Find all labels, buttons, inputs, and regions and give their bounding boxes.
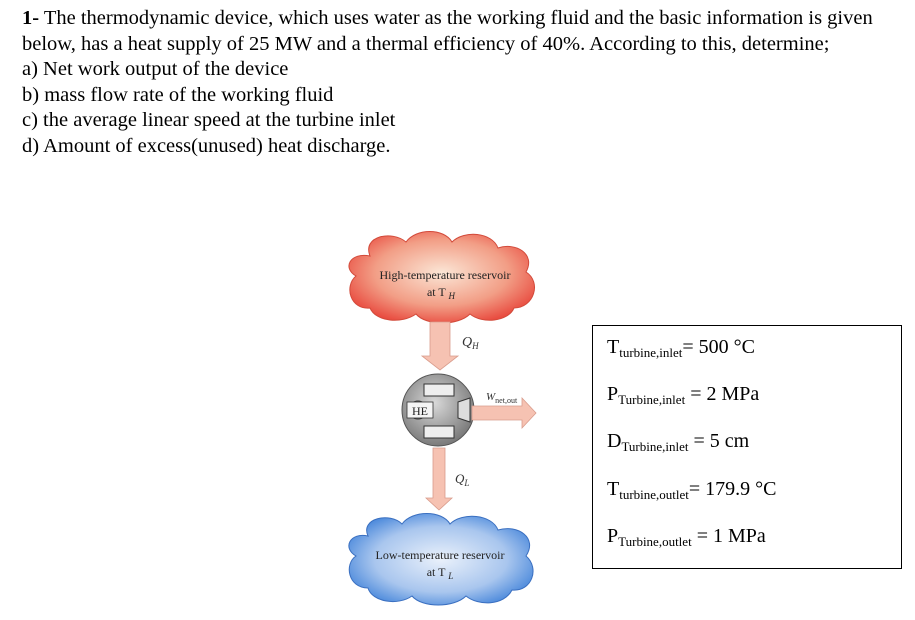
question-intro: 1- The thermodynamic device, which uses … <box>22 6 902 57</box>
question-number: 1- <box>22 7 40 29</box>
high-reservoir-label: High-temperature reservoir <box>380 268 511 282</box>
low-temperature-reservoir: Low-temperature reservoir at T L <box>348 513 534 606</box>
question-part-a: a) Net work output of the device <box>22 58 289 80</box>
question-part-c: c) the average linear speed at the turbi… <box>22 109 396 131</box>
heat-input-arrow <box>420 321 460 371</box>
given-turbine-inlet-temperature: Tturbine,inlet= 500 °C <box>607 336 756 360</box>
given-data-box: Tturbine,inlet= 500 °C PTurbine,inlet = … <box>592 325 902 569</box>
question-part-b: b) mass flow rate of the working fluid <box>22 83 334 106</box>
given-turbine-outlet-temperature: Tturbine,outlet= 179.9 °C <box>607 478 777 502</box>
heat-rejected-arrow <box>424 447 454 511</box>
high-temperature-reservoir: High-temperature reservoir at T H <box>348 231 535 324</box>
ql-label: QL <box>455 471 469 488</box>
question-intro-text: The thermodynamic device, which uses wat… <box>22 7 873 55</box>
heat-engine-diagram: High-temperature reservoir at T H QH HE … <box>340 228 550 613</box>
engine-label: HE <box>412 404 428 418</box>
question-text: 1- The thermodynamic device, which uses … <box>22 6 902 159</box>
question-part-d: d) Amount of excess(unused) heat dischar… <box>22 134 391 157</box>
given-turbine-outlet-pressure: PTurbine,outlet = 1 MPa <box>607 525 766 549</box>
given-turbine-inlet-pressure: PTurbine,inlet = 2 MPa <box>607 383 760 407</box>
work-output-arrow <box>471 396 537 430</box>
low-reservoir-label: Low-temperature reservoir <box>376 548 505 562</box>
heat-engine: HE <box>401 373 475 447</box>
qh-label: QH <box>462 335 479 351</box>
low-reservoir-temp: at T L <box>427 565 454 581</box>
work-label: Wnet,out <box>486 391 518 405</box>
high-reservoir-temp: at T H <box>427 285 456 301</box>
given-turbine-inlet-diameter: DTurbine,inlet = 5 cm <box>607 430 750 454</box>
